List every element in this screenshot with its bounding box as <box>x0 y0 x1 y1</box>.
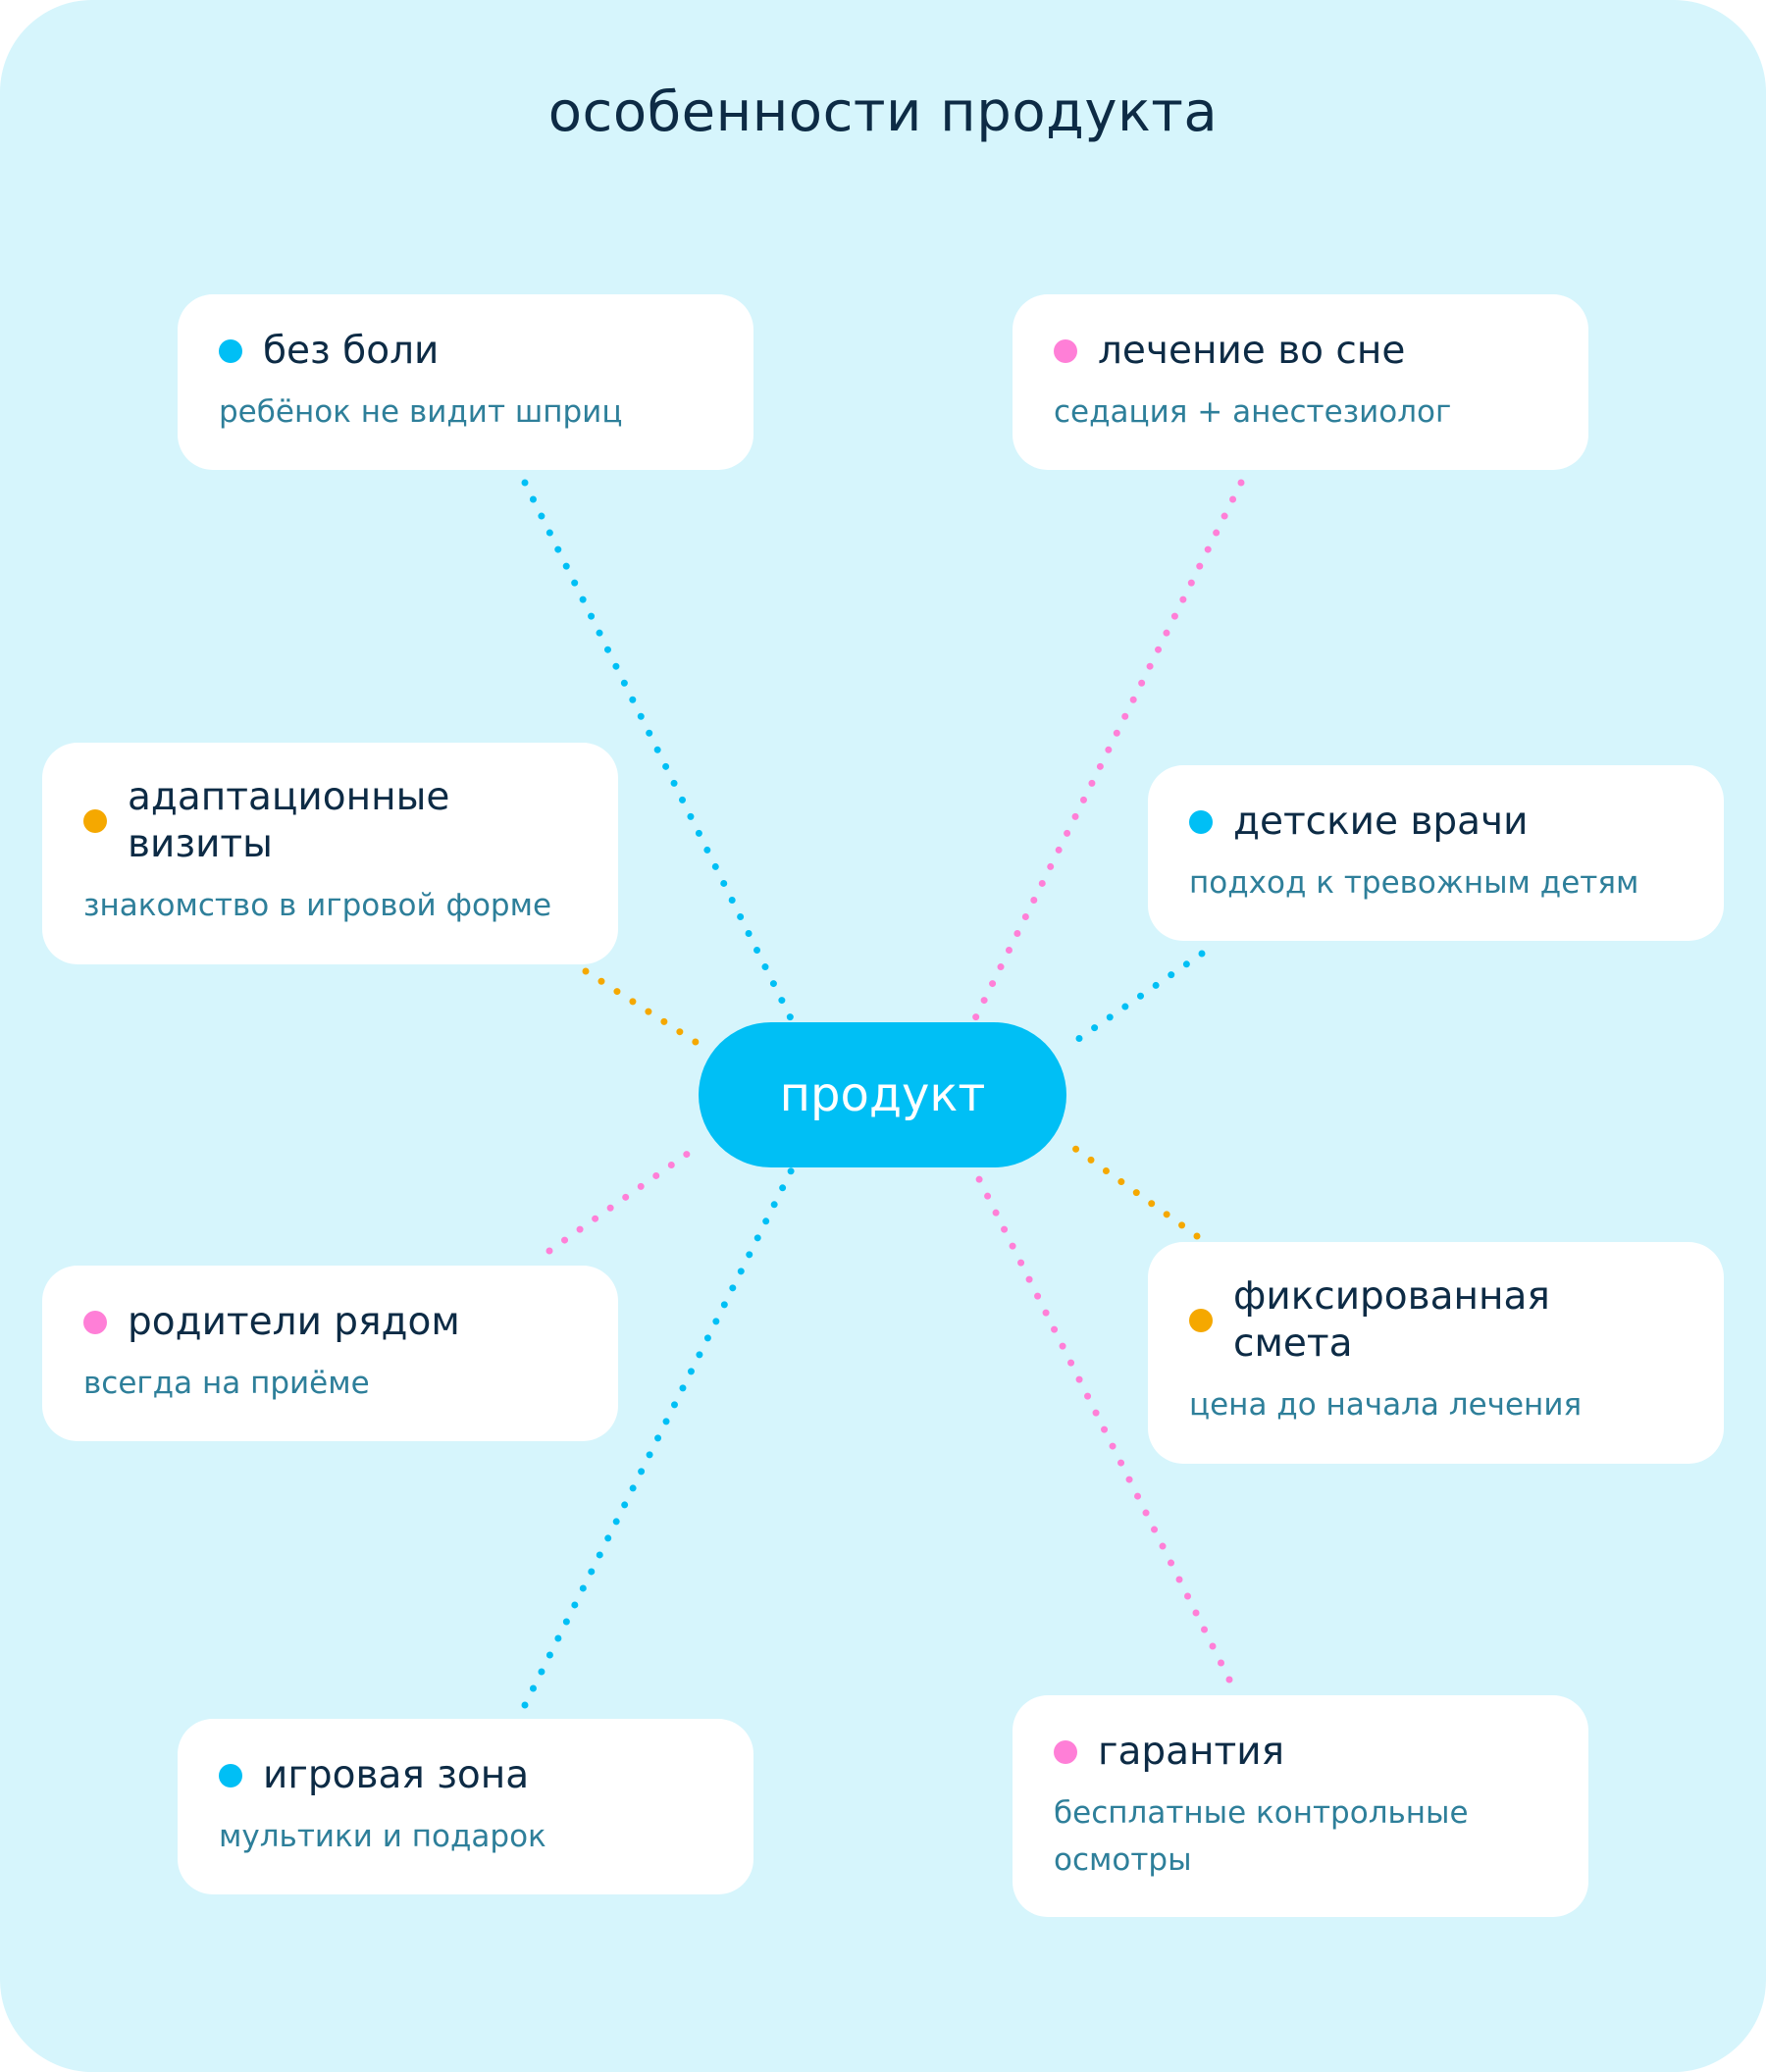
feature-card-adaptacionnye-vizity: адаптационные визиты знакомство в игрово… <box>42 743 618 964</box>
bullet-dot <box>1054 1740 1077 1764</box>
feature-card-fiksirovannaya-smeta: фиксированная смета цена до начала лечен… <box>1148 1242 1724 1464</box>
feature-title: гарантия <box>1098 1730 1285 1774</box>
feature-title: лечение во сне <box>1098 329 1406 373</box>
connector-garantiya <box>969 1164 1233 1684</box>
connector-lechenie-vo-sne <box>969 479 1245 1026</box>
feature-title: фиксированная смета <box>1233 1274 1550 1366</box>
bullet-dot <box>83 1311 107 1334</box>
bullet-dot <box>83 809 107 833</box>
connector-bez-boli <box>521 479 797 1026</box>
feature-subtitle: всегда на приёме <box>83 1366 370 1401</box>
feature-card-garantiya: гарантия бесплатные контрольные осмотры <box>1013 1695 1588 1917</box>
feature-subtitle: бесплатные контрольные осмотры <box>1054 1795 1469 1878</box>
bullet-dot <box>1189 1309 1213 1332</box>
bullet-dot <box>219 339 242 363</box>
feature-card-igrovaya-zona: игровая зона мультики и подарок <box>178 1719 753 1894</box>
feature-subtitle: цена до начала лечения <box>1189 1387 1583 1423</box>
feature-card-lechenie-vo-sne: лечение во сне седация + анестезиолог <box>1013 294 1588 470</box>
connector-adaptacionnye-vizity <box>582 967 702 1048</box>
connector-roditeli-ryadom <box>545 1142 702 1255</box>
feature-title: адаптационные визиты <box>128 775 450 866</box>
connector-fiksirovannaya-smeta <box>1067 1142 1201 1240</box>
feature-title: игровая зона <box>263 1753 530 1797</box>
feature-subtitle: седация + анестезиолог <box>1054 394 1452 430</box>
product-hub: продукт <box>699 1022 1066 1167</box>
connector-detskie-vrachi <box>1067 950 1206 1048</box>
feature-card-bez-boli: без боли ребёнок не видит шприц <box>178 294 753 470</box>
feature-subtitle: ребёнок не видит шприц <box>219 394 623 430</box>
bullet-dot <box>1054 339 1077 363</box>
feature-title: детские врачи <box>1233 800 1529 844</box>
feature-subtitle: знакомство в игровой форме <box>83 888 552 923</box>
feature-card-roditeli-ryadom: родители рядом всегда на приёме <box>42 1266 618 1441</box>
bullet-dot <box>219 1764 242 1787</box>
feature-title: родители рядом <box>128 1300 460 1344</box>
diagram-title: особенности продукта <box>547 80 1219 144</box>
feature-title: без боли <box>263 329 440 373</box>
feature-subtitle: подход к тревожным детям <box>1189 865 1639 901</box>
connector-igrovaya-zona <box>521 1164 797 1709</box>
bullet-dot <box>1189 810 1213 834</box>
hub-label: продукт <box>779 1067 986 1122</box>
feature-card-detskie-vrachi: детские врачи подход к тревожным детям <box>1148 765 1724 941</box>
feature-subtitle: мультики и подарок <box>219 1819 546 1854</box>
